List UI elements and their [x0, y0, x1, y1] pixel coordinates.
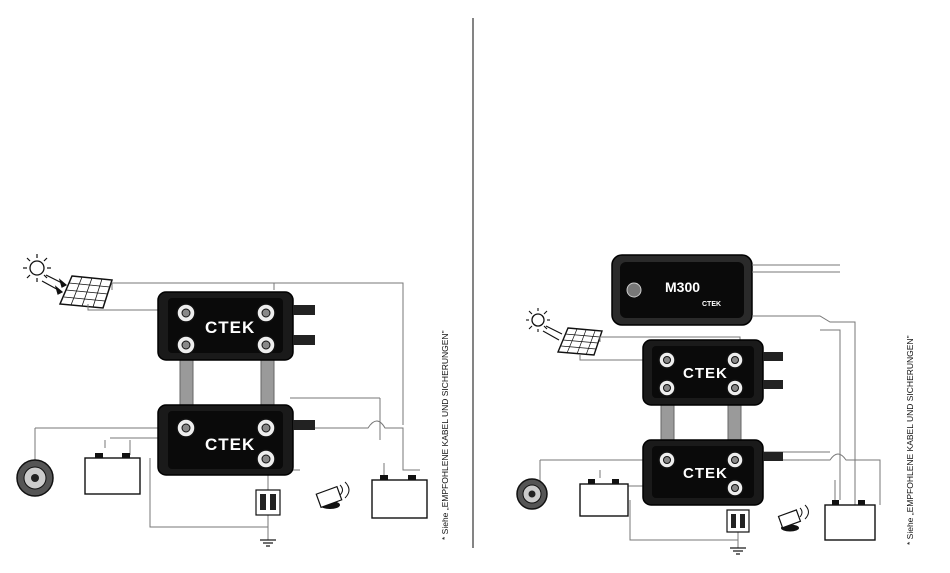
brand-label: CTEK — [702, 301, 721, 308]
brand-label: CTEK — [205, 318, 255, 337]
left-diagram: CTEK CTEK — [17, 254, 450, 546]
fuse-holder-icon — [256, 490, 280, 515]
battery-icon — [825, 500, 875, 540]
solar-panel-icon — [60, 276, 112, 308]
brand-label: CTEK — [205, 435, 255, 454]
battery-icon — [85, 453, 140, 494]
sun-rays — [42, 275, 66, 294]
m300-charger: M300 CTEK — [612, 255, 752, 325]
sun-icon — [23, 254, 51, 282]
ground-icon — [730, 548, 746, 554]
dcdc-unit-upper: CTEK — [158, 292, 315, 360]
remote-sensor-icon — [316, 482, 349, 509]
right-diagram: M300 CTEK — [517, 255, 915, 554]
solar-panel-icon — [558, 328, 602, 355]
ground-icon — [260, 540, 276, 546]
charger-label: M300 — [665, 279, 700, 295]
footnote-text: * Siehe „EMPFOHLENE KABEL UND SICHERUNGE… — [440, 330, 450, 540]
alternator-icon — [17, 460, 53, 496]
dcdc-unit-lower: CTEK — [643, 440, 783, 505]
footnote-text: * Siehe „EMPFOHLENE KABEL UND SICHERUNGE… — [905, 335, 915, 545]
dcdc-unit-upper: CTEK — [643, 340, 783, 405]
dcdc-unit-lower: CTEK — [158, 405, 315, 475]
sun-icon — [526, 308, 550, 332]
brand-label: CTEK — [683, 465, 728, 482]
battery-icon — [372, 475, 427, 518]
brand-label: CTEK — [683, 365, 728, 382]
alternator-icon — [517, 479, 547, 509]
battery-icon — [580, 479, 628, 516]
fuse-holder-icon — [727, 510, 749, 532]
remote-sensor-icon — [778, 505, 808, 532]
